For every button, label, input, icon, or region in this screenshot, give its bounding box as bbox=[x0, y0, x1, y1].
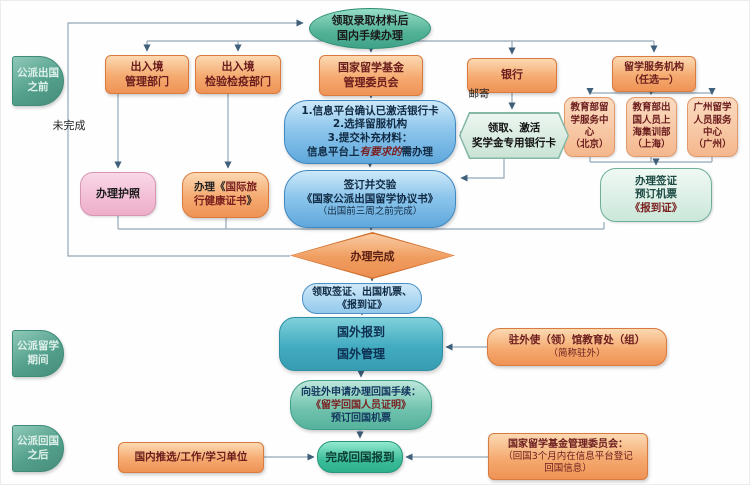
embassy-education-office-box: 驻外使（领）馆教育处（组） （简称驻外） bbox=[487, 328, 667, 366]
agreement-sign-box: 签订并交验 《国家公派出国留学协议书》 （出国前三周之前完成） bbox=[284, 170, 456, 228]
return-procedure-box: 向驻外申请办理回国手续： 《留学回国人员证明》 预订回国机票 bbox=[290, 380, 432, 430]
passport-box: 办理护照 bbox=[80, 172, 156, 216]
finish-node: 完成回国报到 bbox=[317, 441, 403, 473]
phase-before-departure: 公派出国 之前 bbox=[12, 56, 64, 106]
hexagon-fill bbox=[460, 113, 568, 158]
service-agency-box: 留学服务机构 （任选一） bbox=[612, 56, 696, 92]
receive-documents-box: 领取签证、出国机票、 《报到证》 bbox=[302, 283, 422, 314]
csc-register-box: 国家留学基金管理委员会： （回国3个月内在信息平台登记 回国信息） bbox=[488, 433, 648, 480]
quarantine-office-box: 出入境 检验检疫部门 bbox=[195, 55, 281, 94]
done-check-diamond: 办理完成 bbox=[290, 232, 455, 279]
immigration-office-box: 出入境 管理部门 bbox=[105, 55, 189, 94]
service-center-beijing-box: 教育部留 学服务中 心 （北京） bbox=[564, 97, 615, 157]
visa-ticket-box: 办理签证 预订机票 《报到证》 bbox=[600, 168, 712, 222]
phase-during-study: 公派留学 期间 bbox=[12, 330, 64, 377]
platform-procedure-box: 1.信息平台确认已激活银行卡 2.选择留服机构 3.提交补充材料： 信息平台上有… bbox=[284, 100, 456, 164]
bank-box: 银行 bbox=[467, 58, 557, 93]
mail-label: 邮寄 bbox=[468, 88, 490, 101]
service-center-guangzhou-box: 广州留学 人员服务 中心 （广州） bbox=[687, 97, 738, 157]
bank-card-hexagon: 领取、激活 奖学金专用银行卡 bbox=[459, 112, 569, 159]
unfinished-label: 未完成 bbox=[52, 118, 86, 132]
start-node: 领取录取材料后 国内手续办理 bbox=[309, 8, 431, 49]
csc-box: 国家留学基金 管理委员会 bbox=[319, 55, 423, 96]
service-center-shanghai-box: 教育部出 国人员上 海集训部 （上海） bbox=[626, 97, 677, 157]
phase-after-return: 公派回国 之后 bbox=[12, 425, 64, 472]
health-certificate-box: 办理《国际旅行健康证书》 bbox=[182, 172, 269, 218]
abroad-checkin-box: 国外报到 国外管理 bbox=[279, 317, 443, 371]
domestic-unit-box: 国内推选/工作/学习单位 bbox=[118, 442, 264, 473]
